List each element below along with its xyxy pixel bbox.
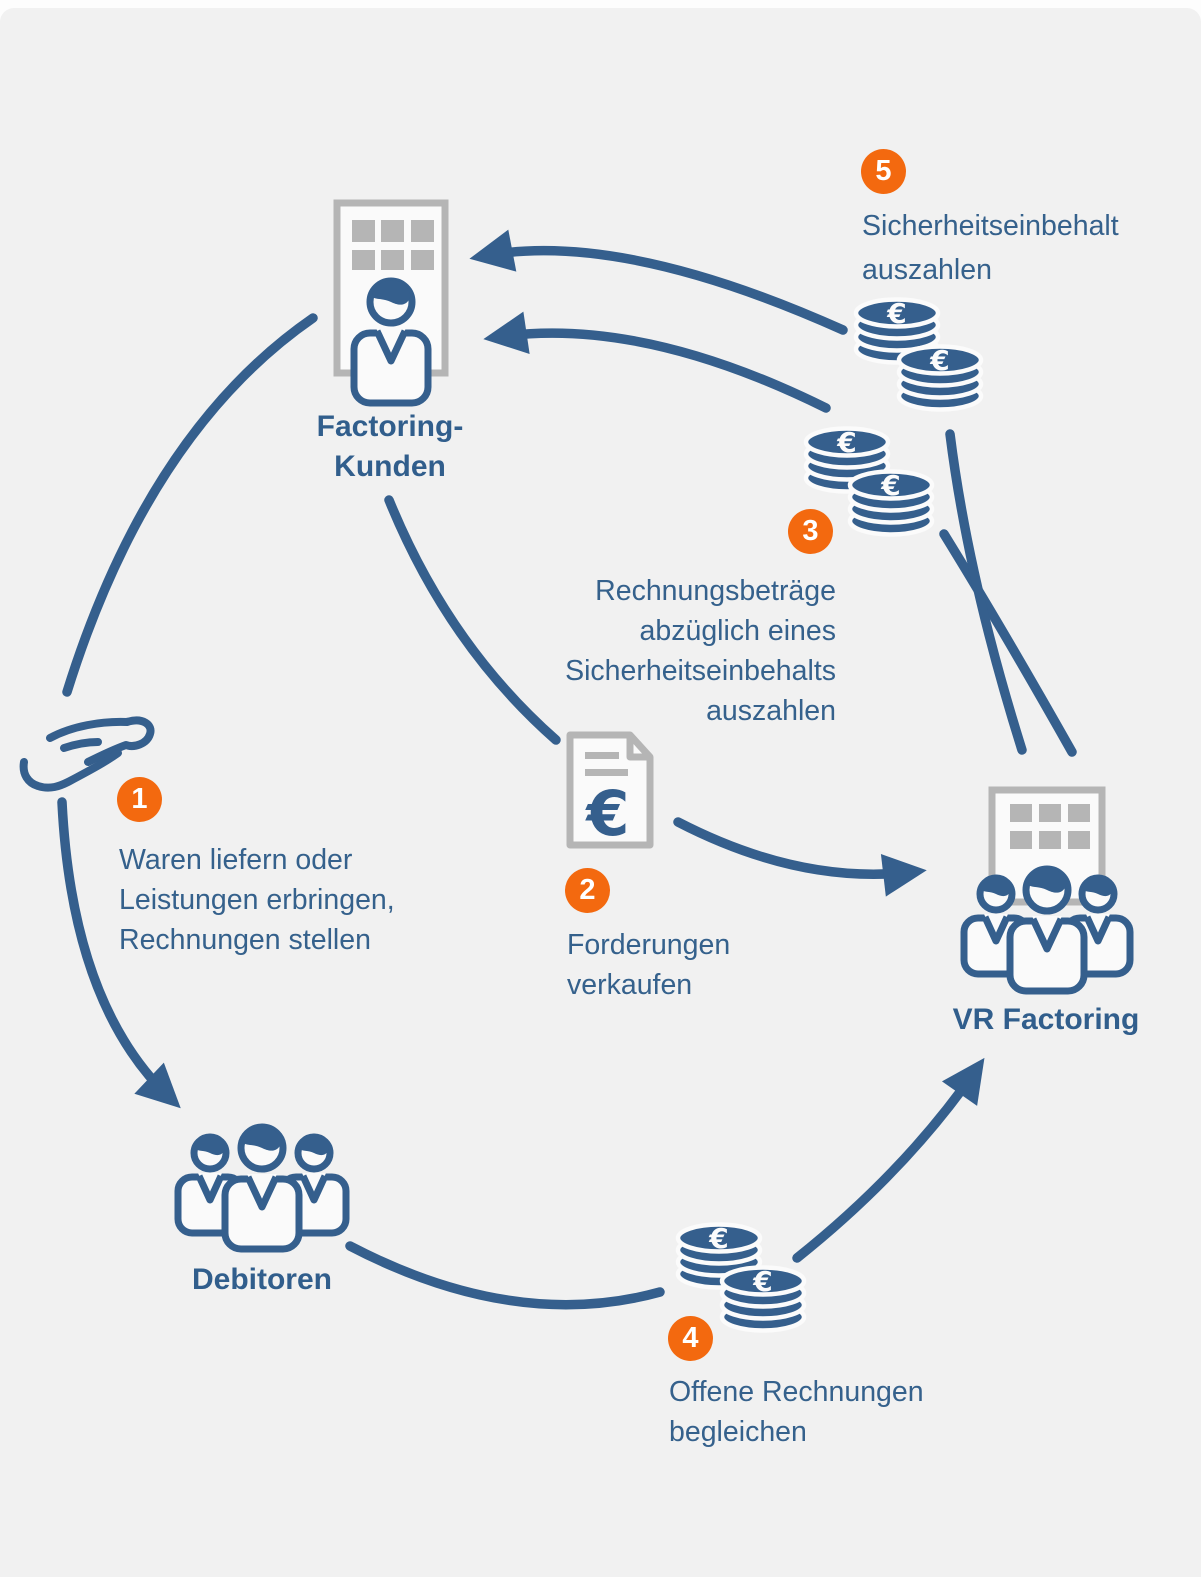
arrow-step3-payout-amounts xyxy=(483,311,1077,757)
coins-step5-icon xyxy=(856,297,981,410)
step-5-text: Sicherheitseinbehalt auszahlen xyxy=(862,210,1119,286)
factoring-cycle-diagram: € xyxy=(0,8,1201,1577)
coin-stack-icon xyxy=(899,344,981,410)
step-badge-2: 2 xyxy=(565,868,610,913)
arrow-step4-settle-invoices xyxy=(345,1057,985,1310)
step-4-text: Offene Rechnungen begleichen xyxy=(669,1376,924,1448)
step-badge-3: 3 xyxy=(788,509,833,554)
arrow-step1-deliver-goods xyxy=(57,313,318,1109)
step-badge-1: 1 xyxy=(117,777,162,822)
step-2-text: Forderungen verkaufen xyxy=(567,929,731,1001)
people-group-icon xyxy=(964,868,1130,991)
coin-stack-icon xyxy=(722,1265,804,1331)
coins-step4-icon xyxy=(678,1222,804,1331)
factoring-kunden-label: Factoring- Kunden xyxy=(316,410,464,483)
building-windows xyxy=(352,220,434,270)
hand-icon xyxy=(19,716,155,792)
arrow-step2-sell-receivables xyxy=(384,495,927,897)
step-3-text: Rechnungsbeträge abzüglich eines Sicherh… xyxy=(565,575,836,727)
invoice-document-icon: € xyxy=(566,731,654,850)
coin-stack-icon xyxy=(850,469,932,535)
step-badge-5: 5 xyxy=(861,149,906,194)
debitoren-label: Debitoren xyxy=(191,1263,332,1296)
factoring-kunden-building-icon xyxy=(333,199,449,403)
building-windows xyxy=(1010,804,1090,849)
debitoren-group-icon xyxy=(178,1126,346,1249)
step-badge-4: 4 xyxy=(668,1316,713,1361)
arrow-step5-payout-retention xyxy=(469,229,1027,755)
step-1-text: Waren liefern oder Leistungen erbringen,… xyxy=(119,844,395,956)
vr-factoring-label: VR Factoring xyxy=(952,1003,1140,1036)
diagram-graphics: € xyxy=(19,199,1201,1577)
euro-icon: € xyxy=(584,777,629,850)
vr-factoring-building-icon xyxy=(964,786,1130,991)
